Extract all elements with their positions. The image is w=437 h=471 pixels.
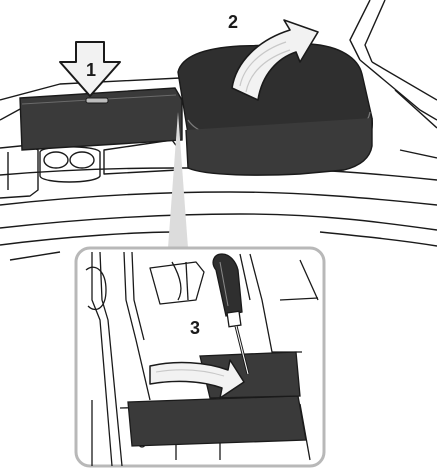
detail-callout: 3 xyxy=(76,248,324,466)
step-2-label: 2 xyxy=(228,12,238,32)
step-1-label: 1 xyxy=(86,60,96,80)
storage-lid xyxy=(20,88,182,150)
detail-lid-panel xyxy=(128,396,306,446)
step-3-label: 3 xyxy=(190,318,200,338)
